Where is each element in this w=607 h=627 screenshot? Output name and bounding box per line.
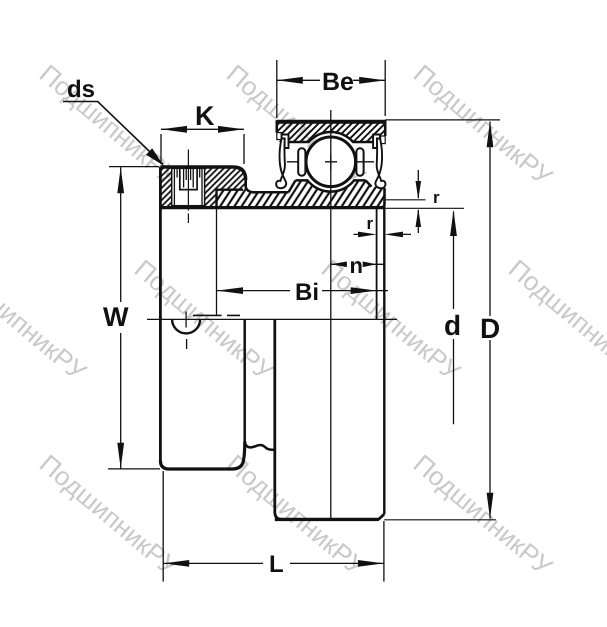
svg-text:n: n bbox=[350, 253, 363, 278]
svg-text:Bi: Bi bbox=[295, 279, 319, 306]
svg-text:Be: Be bbox=[322, 68, 354, 96]
svg-text:W: W bbox=[103, 302, 129, 332]
svg-text:L: L bbox=[269, 551, 284, 578]
svg-text:K: K bbox=[195, 101, 215, 131]
svg-text:D: D bbox=[480, 313, 500, 344]
svg-text:ds: ds bbox=[67, 76, 95, 103]
svg-text:r: r bbox=[367, 214, 374, 233]
svg-text:r: r bbox=[433, 188, 440, 207]
svg-text:d: d bbox=[444, 310, 461, 341]
